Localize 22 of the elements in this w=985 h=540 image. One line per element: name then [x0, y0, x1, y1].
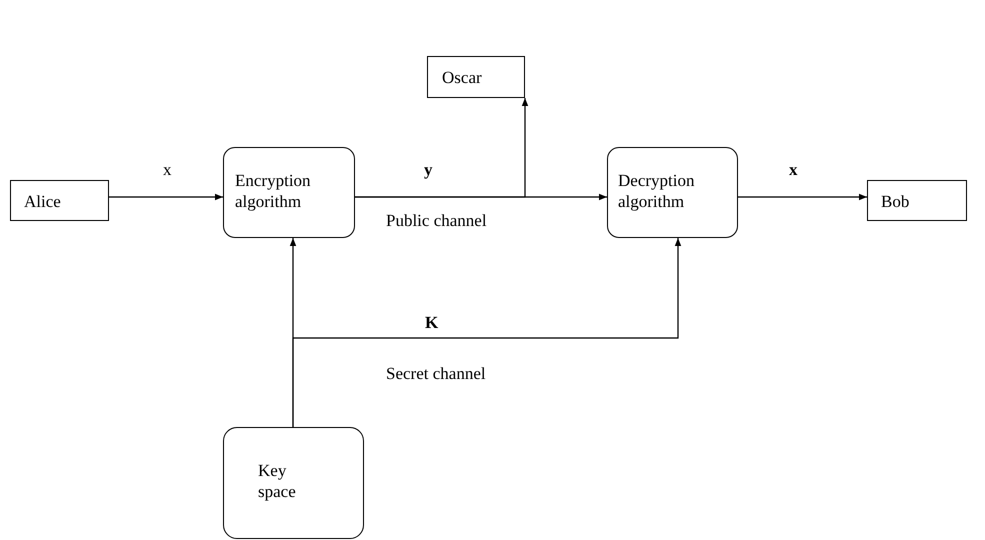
edge-label: x: [789, 160, 798, 180]
edge-label: y: [424, 160, 432, 180]
edge-label: K: [425, 313, 438, 333]
arrow: [109, 194, 223, 200]
channel-label: Public channel: [386, 211, 487, 231]
entity-box: [867, 180, 967, 221]
arrow: [738, 194, 867, 200]
node-label: Encryption algorithm: [235, 170, 312, 212]
process-box: [223, 147, 355, 238]
node-label: Bob: [881, 191, 910, 212]
node-label: Key space: [258, 460, 297, 502]
node-label: Oscar: [442, 67, 483, 88]
process-box: [223, 427, 364, 539]
arrow: [292, 238, 682, 427]
edge-label: x: [163, 160, 172, 180]
entity-box: [10, 180, 109, 221]
channel-label: Secret channel: [386, 364, 486, 384]
arrow: [355, 98, 528, 198]
node-label: Decryption algorithm: [618, 170, 696, 212]
node-label: Alice: [24, 191, 62, 212]
process-box: [607, 147, 738, 238]
entity-box: [427, 56, 525, 98]
